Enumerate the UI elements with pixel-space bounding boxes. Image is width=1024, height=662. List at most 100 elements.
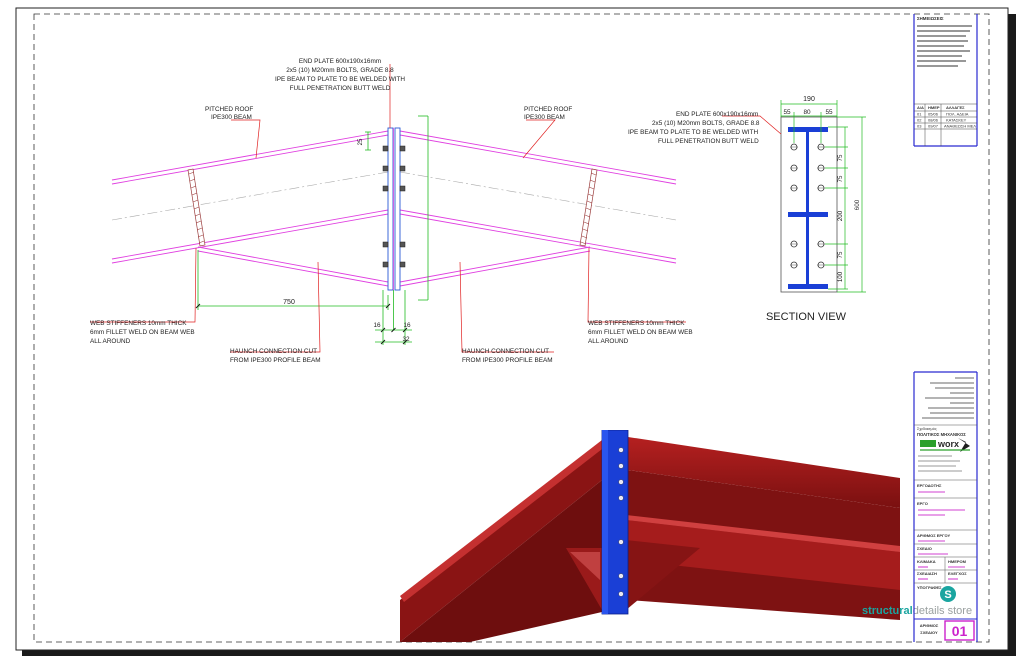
- dim-25: 25: [358, 138, 364, 145]
- designer-company: ΠΟΛΙΤΙΚΟΣ ΜΗΧΑΝΙΚΟΣ: [917, 432, 966, 437]
- project-label: ΕΡΓΟ: [917, 501, 928, 506]
- render-left-rafter-lower: [400, 480, 602, 642]
- scale-label: ΚΛΙΜΑΚΑ: [917, 559, 936, 564]
- haunch-left-l1: HAUNCH CONNECTION CUT: [230, 348, 317, 355]
- watermark: S structuraldetails store: [862, 586, 972, 617]
- render-left-rafter: [400, 444, 602, 642]
- revision-table: [914, 103, 977, 146]
- render-right-rafter-face: [626, 520, 900, 590]
- drawing-border: [33, 13, 990, 643]
- right-rafter: [399, 130, 677, 264]
- contact-lines: [918, 455, 962, 472]
- section-leader: [722, 115, 782, 135]
- section-view-title: SECTION VIEW: [766, 311, 847, 323]
- section-dim-190: 190: [803, 96, 815, 103]
- callout-haunch-right: HAUNCH CONNECTION CUT FROM IPE300 PROFIL…: [462, 348, 553, 364]
- rev-r2c2: ΑΝΑΘΕΩΣΗ ΜΕΛ: [944, 124, 976, 129]
- watermark-part1: structural: [862, 605, 913, 617]
- signatures-label: ΥΠΟΓΡΑΦΕΣ: [917, 585, 942, 590]
- web-stiffeners-right-l3: ALL AROUND: [588, 338, 629, 345]
- sheet-no-label-l2: ΣΧΕΔΙΟΥ: [920, 630, 938, 635]
- dim-ticks: [195, 303, 408, 345]
- section-dim-75-b: 75: [837, 175, 844, 182]
- render-end-plate-edge: [602, 430, 608, 614]
- rev-r0c0: 01: [917, 112, 922, 117]
- section-top-flange: [788, 127, 828, 132]
- project-no-label: ΑΡΙΘΜΟΣ ΕΡΓΟΥ: [917, 533, 950, 538]
- title-block-top: ΣΗΜΕΙΩΣΕΙΣ Α/Α ΗΜΕΡ ΑΛΛΑΓΕΣ 01 05/06 ΠΟΛ…: [913, 14, 978, 147]
- callout-end-plate: END PLATE 600x190x16mm 2x5 (10) M20mm BO…: [275, 58, 405, 92]
- designer-label: Σχεδιασμός: [917, 427, 937, 431]
- elevation-detail: [90, 64, 686, 353]
- notes-header: ΣΗΜΕΙΩΣΕΙΣ: [917, 16, 944, 21]
- left-rafter: [111, 130, 389, 264]
- pitched-roof-left-l2: IPE300 BEAM: [211, 114, 252, 121]
- section-view: [722, 100, 866, 293]
- centerline-right: [399, 171, 677, 221]
- web-stiffener-right: [579, 168, 598, 247]
- callout-end-plate-l3: IPE BEAM TO PLATE TO BE WELDED WITH: [275, 76, 405, 83]
- render-right-rafter-top: [628, 437, 900, 508]
- section-callout-l4: FULL PENETRATION BUTT WELD: [658, 138, 759, 145]
- dim-32: 32: [402, 336, 410, 343]
- logo-mark: [958, 438, 970, 452]
- callout-haunch-left: HAUNCH CONNECTION CUT FROM IPE300 PROFIL…: [230, 348, 321, 364]
- dim-16-right: 16: [403, 322, 411, 329]
- bolts: [382, 145, 406, 268]
- logo-badge: [920, 440, 936, 447]
- watermark-text: structuraldetails store: [862, 605, 972, 617]
- drawing-label: ΣΧΕΔΙΟ: [917, 546, 932, 551]
- section-dim-100: 100: [837, 271, 844, 282]
- section-dim-600: 600: [854, 199, 861, 210]
- rev-r0c2: ΠΟΛ. ΑΔΕΙΑ: [946, 112, 969, 117]
- rev-r1c0: 02: [917, 118, 922, 123]
- watermark-icon: [940, 586, 956, 602]
- left-haunch: [197, 246, 389, 287]
- section-dim-200: 200: [837, 210, 844, 221]
- web-stiffeners-left-l1: WEB STIFFENERS 10mm THICK: [90, 320, 187, 327]
- rev-r1c2: ΚΑΤΑΣΚΕΥ: [946, 118, 967, 123]
- pitched-roof-right-l2: IPE300 BEAM: [524, 114, 565, 121]
- render-haunch-bottom: [570, 552, 600, 580]
- pitched-roof-right-l1: PITCHED ROOF: [524, 106, 572, 113]
- pitched-roof-left-l1: PITCHED ROOF: [205, 106, 253, 113]
- section-web-upper: [806, 132, 809, 212]
- section-bolt-centers: [790, 146, 825, 266]
- render-right-rafter-edge: [626, 515, 900, 552]
- callout-pitched-roof-left: PITCHED ROOF IPE300 BEAM: [205, 106, 253, 121]
- notes-lines: [917, 25, 972, 67]
- dim-16-left: 16: [373, 322, 381, 329]
- section-callout-l3: IPE BEAM TO PLATE TO BE WELDED WITH: [628, 129, 758, 136]
- title-block-bottom: Σχεδιασμός ΠΟΛΙΤΙΚΟΣ ΜΗΧΑΝΙΚΟΣ worx ΕΡΓΟ…: [913, 371, 978, 642]
- checked-label: ΕΛΕΓΧΟΣ: [948, 571, 967, 576]
- leader-lines: [90, 64, 686, 353]
- rev-r2c1: 09/07: [928, 124, 939, 129]
- section-dim-80: 80: [803, 109, 811, 116]
- address-lines: [922, 377, 974, 419]
- dim-750: 750: [283, 299, 295, 306]
- section-callout: END PLATE 600x190x16mm 2x5 (10) M20mm BO…: [628, 111, 760, 145]
- web-stiffeners-left-l2: 6mm FILLET WELD ON BEAM WEB: [90, 329, 195, 336]
- logo-text: worx: [937, 439, 959, 449]
- section-dim-75-a: 75: [837, 154, 844, 161]
- web-stiffeners-right-l2: 6mm FILLET WELD ON BEAM WEB: [588, 329, 693, 336]
- drawn-label: ΣΧΕΔΙΑΣΗ: [917, 571, 937, 576]
- sheet-no-label-l1: ΑΡΙΘΜΟΣ: [920, 623, 939, 628]
- render-haunch-right: [626, 540, 700, 610]
- section-callout-l1: END PLATE 600x190x16mm: [676, 111, 758, 118]
- rev-h1: ΗΜΕΡ: [928, 105, 940, 110]
- callout-end-plate-l4: FULL PENETRATION BUTT WELD: [290, 85, 391, 92]
- watermark-icon-letter: S: [944, 589, 951, 601]
- callout-end-plate-l1: END PLATE 600x190x16mm: [299, 58, 381, 65]
- haunch-right-l2: FROM IPE300 PROFILE BEAM: [462, 357, 553, 364]
- haunch-left-l2: FROM IPE300 PROFILE BEAM: [230, 357, 321, 364]
- section-dim-55-right: 55: [825, 109, 833, 116]
- render-3d: [400, 430, 900, 642]
- callout-web-stiffeners-left: WEB STIFFENERS 10mm THICK 6mm FILLET WEL…: [90, 320, 195, 345]
- date-label: ΗΜΕΡΟΜ: [948, 559, 967, 564]
- section-bottom-flange: [788, 284, 828, 289]
- render-bolts: [618, 447, 624, 597]
- rev-h0: Α/Α: [917, 105, 924, 110]
- web-stiffeners-left-l3: ALL AROUND: [90, 338, 131, 345]
